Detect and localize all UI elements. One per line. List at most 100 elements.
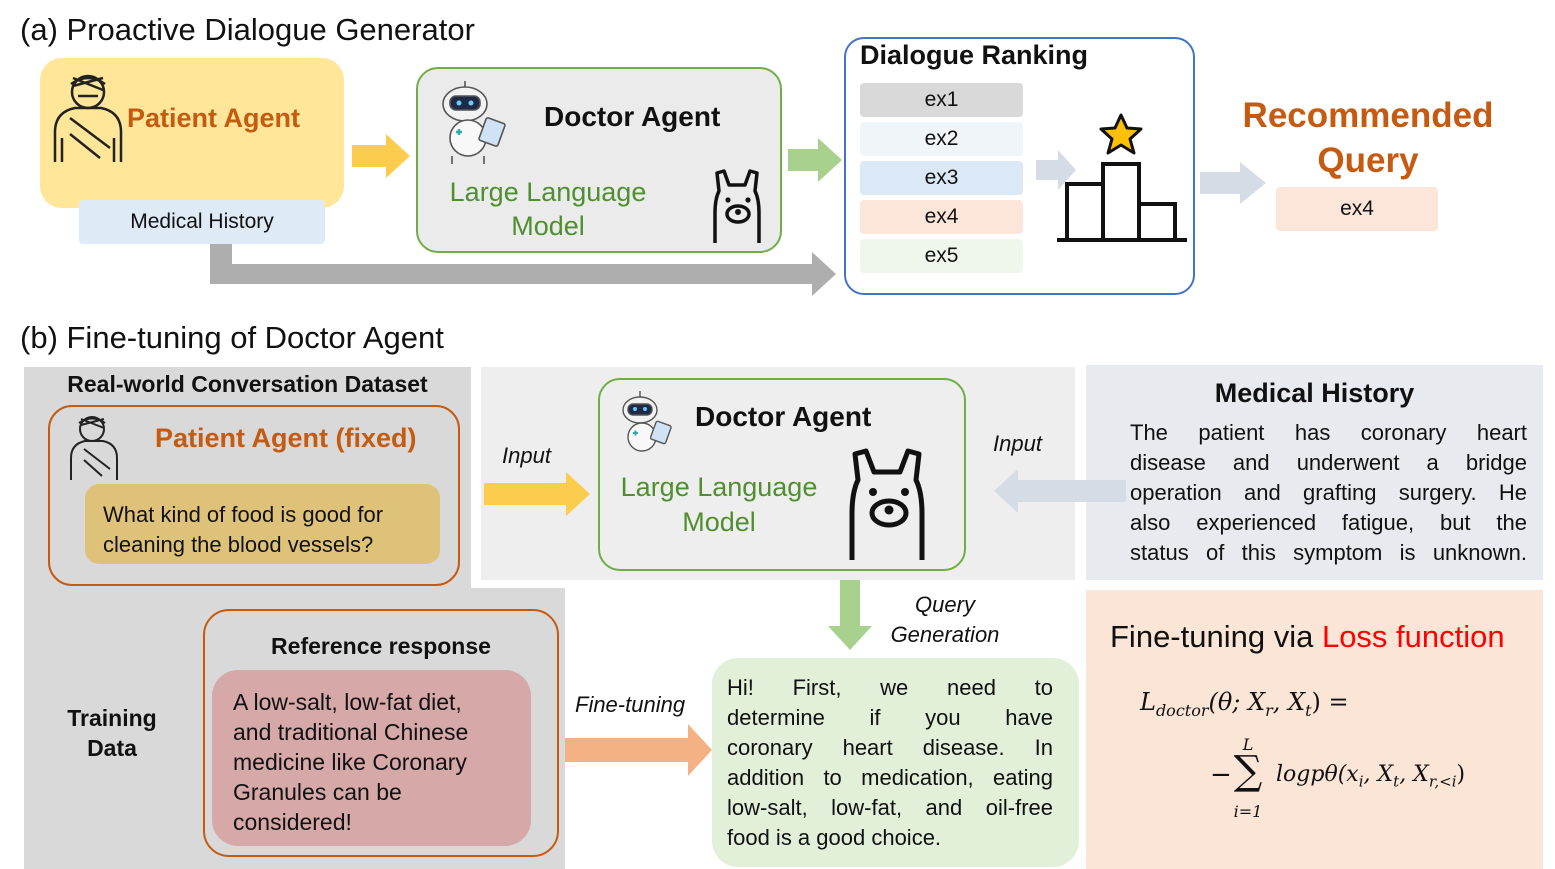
generated-answer-box (712, 658, 1079, 867)
reference-line: medicine like Coronary (233, 749, 467, 775)
formula-sum: ∑ (1233, 748, 1263, 794)
doctor-agent-label: Doctor Agent (544, 101, 721, 132)
llm-line2: Model (511, 211, 585, 241)
answer-line: coronary heart disease. In (727, 735, 1053, 760)
recommended-line2: Query (1317, 141, 1419, 180)
medical-history-panel (1086, 365, 1543, 580)
llm-label: Large Language Model (438, 175, 658, 243)
reference-title: Reference response (271, 633, 491, 659)
arrow-fine-tuning (565, 724, 712, 776)
ranking-item-ex1: ex1 (860, 83, 1023, 117)
dialogue-ranking-box (844, 37, 1195, 295)
history-line: operation and grafting surgery. He (1130, 480, 1527, 505)
doctor-panel (481, 367, 1075, 580)
formula-close: ) (1456, 762, 1466, 787)
patient-question: What kind of food is good for cleaning t… (85, 484, 440, 564)
input-label-left: Input (502, 443, 551, 468)
formula-lhs-sub: doctor (1155, 700, 1209, 720)
formula-term: logpθ(xi, Xt, Xr,<i) (1276, 762, 1466, 791)
ranking-title: Dialogue Ranking (860, 40, 1089, 70)
training-data-label: Training Data (50, 703, 174, 763)
formula-end-sub: r,<i (1428, 772, 1457, 791)
patient-agent-label: Patient Agent (127, 103, 301, 133)
ranking-item-ex4: ex4 (860, 200, 1023, 234)
formula-xt-sub: t (1305, 700, 1312, 720)
formula-lhs: L (1140, 688, 1156, 716)
formula-sum-lower: i=1 (1233, 802, 1263, 821)
medical-history-title: Medical History (1214, 378, 1415, 408)
formula-term-start: logpθ(x (1276, 762, 1359, 787)
arrow-ranking-to-recommended (1200, 162, 1266, 204)
arrow-input-right (994, 469, 1126, 513)
arrow-patient-to-doctor (352, 134, 410, 178)
history-line: The patient has coronary heart (1130, 420, 1527, 445)
loss-title-highlight: Loss function (1321, 619, 1505, 654)
query-generation-label: Query Generation (880, 590, 1010, 650)
formula-lhs-args: (θ; X (1208, 688, 1266, 716)
query-gen-line1: Query (915, 592, 975, 617)
doctor-agent-label-b: Doctor Agent (695, 401, 872, 432)
answer-line: low-salt, low-fat, and oil-free (727, 795, 1053, 820)
history-line: also experienced fatigue, but the (1130, 510, 1527, 535)
formula-minus: − (1210, 760, 1232, 790)
patient-fixed-label: Patient Agent (fixed) (155, 423, 417, 453)
reference-line: Granules can be (233, 779, 402, 805)
formula-mid: , X (1399, 762, 1429, 787)
query-gen-line2: Generation (890, 622, 1000, 647)
reference-line: A low-salt, low-fat diet, (233, 689, 462, 715)
llm-line2-b: Model (682, 507, 756, 537)
arrow-doctor-to-ranking (788, 138, 842, 182)
section-a-title: (a) Proactive Dialogue Generator (20, 12, 475, 47)
recommended-query-label: Recommended Query (1228, 93, 1508, 183)
answer-line: determine if you have (727, 705, 1053, 730)
arrow-history-to-ranking (210, 244, 836, 296)
history-line: disease and underwent a bridge (1130, 450, 1527, 475)
arrow-query-generation (828, 580, 872, 650)
section-b-title: (b) Fine-tuning of Doctor Agent (20, 320, 444, 355)
dataset-title: Real-world Conversation Dataset (67, 371, 428, 397)
loss-title: Fine-tuning via Loss function (1110, 619, 1505, 655)
training-line2: Data (87, 735, 137, 761)
medical-history-tag: Medical History (79, 200, 325, 244)
training-line1: Training (67, 705, 157, 731)
generated-answer-text: Hi! First, we need to determine if you h… (727, 673, 1053, 853)
recommended-line1: Recommended (1242, 96, 1494, 135)
ranking-item-ex5: ex5 (860, 239, 1023, 273)
input-label-right: Input (993, 431, 1042, 456)
patient-fixed-box (48, 405, 460, 586)
arrow-input-left (484, 472, 590, 516)
doctor-agent-box-b (598, 378, 966, 571)
ranking-item-ex2: ex2 (860, 122, 1023, 156)
formula-xr-sub: r (1265, 700, 1273, 720)
answer-line: Hi! First, we need to (727, 675, 1053, 700)
reference-text: A low-salt, low-fat diet, and traditiona… (212, 670, 531, 846)
loss-title-prefix: Fine-tuning via (1110, 619, 1322, 654)
llm-label-b: Large Language Model (608, 470, 830, 540)
answer-line: addition to medication, eating (727, 765, 1053, 790)
ranking-item-ex3: ex3 (860, 161, 1023, 195)
loss-panel (1086, 590, 1543, 869)
arrow-ranking-internal (1036, 150, 1076, 190)
medical-history-text: The patient has coronary heart disease a… (1130, 418, 1527, 568)
history-line: status of this symptom is unknown. (1130, 540, 1527, 565)
llm-line1: Large Language (449, 177, 647, 207)
reference-response-box (203, 609, 559, 857)
formula-line1: Ldoctor(θ; Xr, Xt) = (1140, 688, 1349, 720)
llm-line1-b: Large Language (620, 472, 818, 502)
formula-equals: ) = (1311, 688, 1349, 716)
reference-line: and traditional Chinese (233, 719, 469, 745)
reference-line: considered! (233, 809, 352, 835)
formula-sum-upper: L (1242, 735, 1254, 754)
formula-xi-sub: i (1358, 772, 1364, 791)
answer-line: food is a good choice. (727, 825, 942, 850)
